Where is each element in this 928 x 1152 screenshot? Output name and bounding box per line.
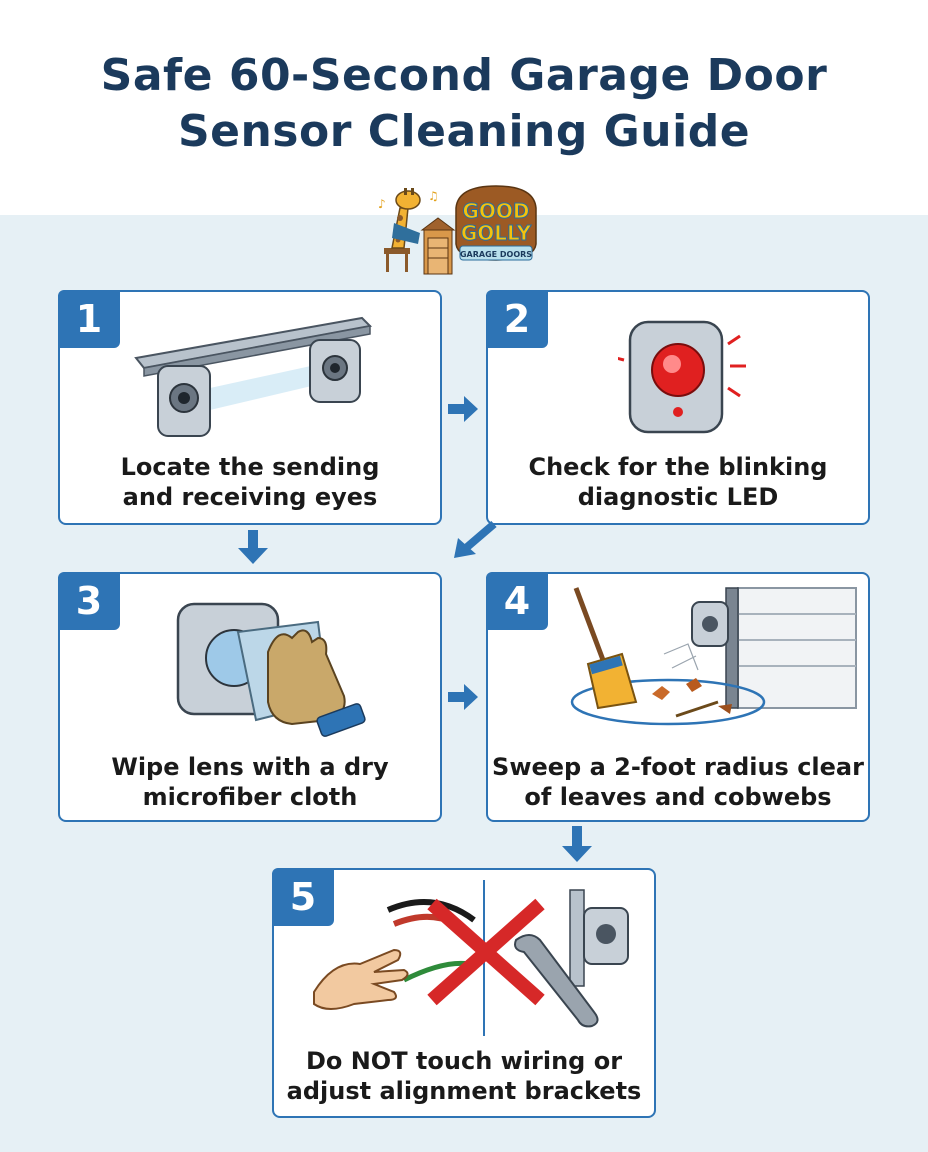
step-card-3: 3 Wipe lens with a dry microfiber cloth: [58, 572, 442, 822]
step-caption-line-1: Check for the blinking: [528, 453, 828, 481]
sensor-pair-icon: [134, 316, 373, 437]
page-title: Safe 60-Second Garage Door Sensor Cleani…: [0, 48, 928, 160]
arrow-down-icon: [238, 530, 268, 564]
title-line-2: Sensor Cleaning Guide: [177, 106, 751, 157]
step-card-5: 5 Do NOT touch wiring or adjust alignmen…: [272, 868, 656, 1118]
step-number-badge: 5: [272, 868, 334, 926]
svg-text:♫: ♫: [428, 189, 439, 203]
step-caption-line-1: Wipe lens with a dry: [111, 753, 389, 781]
step-number-badge: 3: [58, 572, 120, 630]
do-not-touch-icon: [313, 880, 629, 1036]
header-band: [0, 0, 928, 215]
svg-text:♪: ♪: [378, 197, 386, 211]
garage-icon: [420, 217, 456, 275]
step-caption-line-1: Do NOT touch wiring or: [305, 1047, 623, 1075]
step-caption: Check for the blinking diagnostic LED: [488, 452, 868, 512]
step-caption: Wipe lens with a dry microfiber cloth: [60, 752, 440, 812]
company-logo: ♪ ♫ GOOD GOLLY GARAGE DOORS: [378, 185, 537, 275]
step-card-4: 4 Sweep a 2-foot radius clear of leaves …: [486, 572, 870, 822]
step-caption-line-2: microfiber cloth: [142, 783, 358, 811]
wipe-lens-icon: [176, 602, 366, 737]
logo-word-2: GOLLY: [461, 221, 532, 245]
step-caption: Do NOT touch wiring or adjust alignment …: [274, 1046, 654, 1106]
logo-word-1: GOOD: [462, 199, 529, 223]
arrow-right-icon: [448, 396, 478, 422]
blinking-led-icon: [618, 320, 746, 434]
arrow-diagonal-icon: [454, 520, 497, 558]
step-caption: Sweep a 2-foot radius clear of leaves an…: [488, 752, 868, 812]
step-caption-line-1: Locate the sending: [120, 453, 380, 481]
step-card-2: 2 Check for the blinking diagnostic LED: [486, 290, 870, 525]
step-number-badge: 1: [58, 290, 120, 348]
step-caption: Locate the sending and receiving eyes: [60, 452, 440, 512]
arrow-right-icon: [448, 684, 478, 710]
step-card-1: 1 Locate the sending and receiving eyes: [58, 290, 442, 525]
sweep-broom-icon: [570, 587, 857, 726]
logo-tagline: GARAGE DOORS: [460, 250, 532, 259]
title-line-1: Safe 60-Second Garage Door: [100, 50, 828, 101]
step-caption-line-2: of leaves and cobwebs: [524, 783, 832, 811]
step-caption-line-2: and receiving eyes: [122, 483, 378, 511]
step-caption-line-1: Sweep a 2-foot radius clear: [492, 753, 864, 781]
giraffe-mascot-icon: ♪ ♫: [378, 188, 439, 272]
step-number-badge: 2: [486, 290, 548, 348]
step-caption-line-2: adjust alignment brackets: [286, 1077, 642, 1105]
logo-wordmark: GOOD GOLLY GARAGE DOORS: [455, 185, 537, 261]
arrow-down-icon: [562, 826, 592, 862]
step-number-badge: 4: [486, 572, 548, 630]
step-caption-line-2: diagnostic LED: [577, 483, 779, 511]
